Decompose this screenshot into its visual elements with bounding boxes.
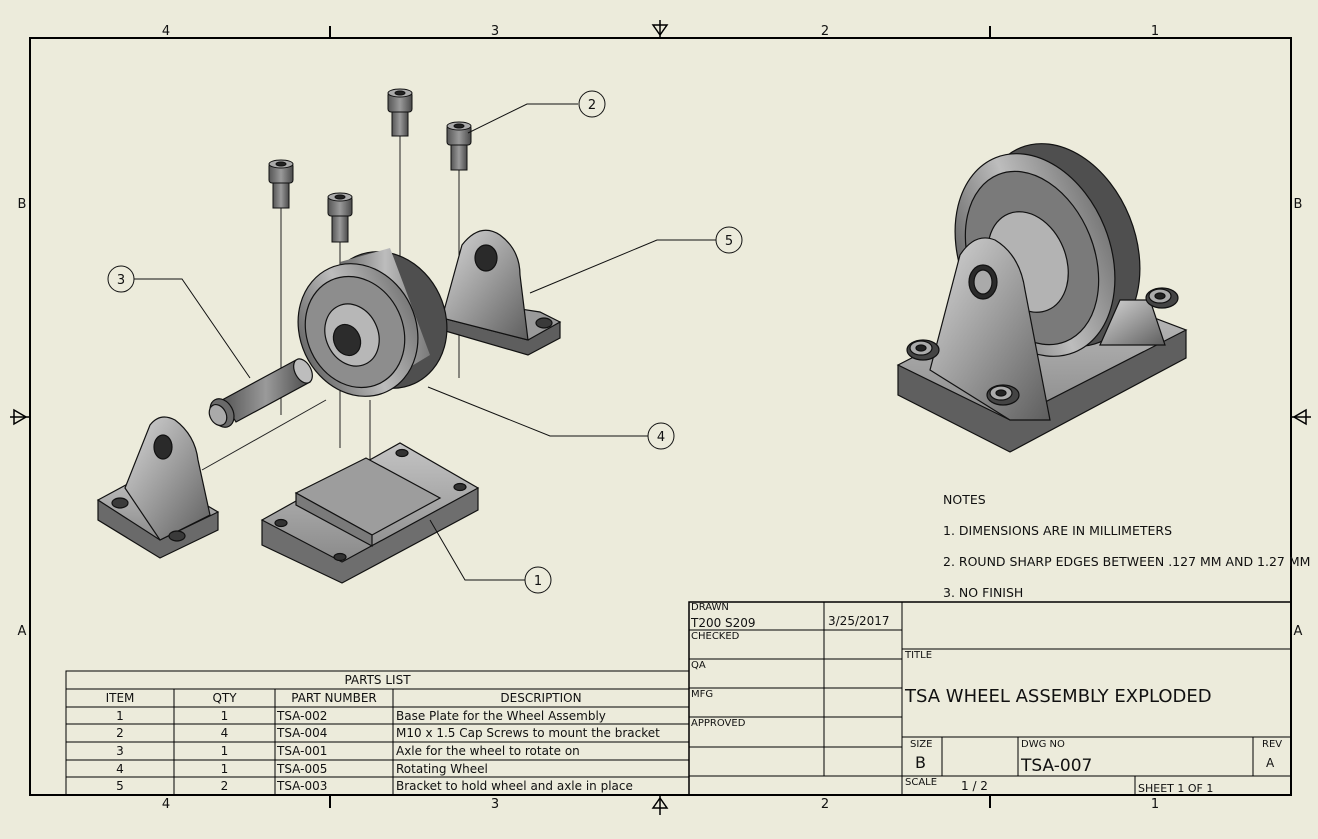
zone-top-1: 1 <box>1151 24 1159 39</box>
assembled-view <box>896 143 1188 453</box>
row-qty: 2 <box>220 779 229 793</box>
size-label: SIZE <box>910 739 933 750</box>
cap-screws-part <box>268 88 472 243</box>
header-part-number: PART NUMBER <box>291 691 377 705</box>
left-bracket-part <box>96 416 220 559</box>
approved-label: APPROVED <box>691 718 746 729</box>
zone-top-4: 4 <box>162 24 170 39</box>
base-plate-part <box>260 442 480 584</box>
drawn-by: T200 S209 <box>691 616 756 630</box>
scale-value: 1 / 2 <box>961 779 988 793</box>
row-item: 3 <box>116 744 124 758</box>
exploded-view: 2 5 3 4 1 <box>96 88 743 594</box>
row-qty: 1 <box>220 709 229 723</box>
sheet-number: SHEET 1 OF 1 <box>1138 782 1214 795</box>
parts-list-title: PARTS LIST <box>344 673 411 687</box>
rev-value: A <box>1266 756 1275 770</box>
row-qty: 1 <box>220 762 229 776</box>
zone-top-2: 2 <box>821 24 829 39</box>
balloon-2: 2 <box>578 90 606 118</box>
balloon-5: 5 <box>715 226 743 254</box>
svg-text:3: 3 <box>117 273 125 288</box>
row-part-number: TSA-001 <box>277 744 328 758</box>
svg-text:4: 4 <box>657 430 665 445</box>
row-description: Bracket to hold wheel and axle in place <box>396 779 633 793</box>
mfg-label: MFG <box>691 689 714 700</box>
svg-text:2: 2 <box>588 98 596 113</box>
note-item-1: 1. DIMENSIONS ARE IN MILLIMETERS <box>943 523 1173 538</box>
zone-left-b: B <box>18 197 27 212</box>
row-part-number: TSA-002 <box>277 709 328 723</box>
row-part-number: TSA-004 <box>277 726 328 740</box>
title-block-grid <box>688 601 1292 796</box>
dwg-no-value: TSA-007 <box>1021 756 1093 776</box>
row-part-number: TSA-005 <box>277 762 328 776</box>
row-description: Axle for the wheel to rotate on <box>396 744 580 758</box>
balloon-1: 1 <box>524 566 552 594</box>
row-item: 2 <box>116 726 124 740</box>
drawing-title: TSA WHEEL ASSEMBLY EXPLODED <box>905 686 1212 707</box>
centering-marks <box>13 20 1307 815</box>
zone-bottom-3: 3 <box>491 797 499 812</box>
header-description: DESCRIPTION <box>500 691 582 705</box>
drawn-label: DRAWN <box>691 602 729 613</box>
drawn-date: 3/25/2017 <box>828 614 890 628</box>
header-item: ITEM <box>105 691 135 705</box>
zone-labels: 4 3 2 1 4 3 2 1 B A B A <box>18 24 1303 812</box>
title-label: TITLE <box>905 650 933 661</box>
notes-heading: NOTES <box>943 492 986 507</box>
balloon-leaders <box>134 103 716 581</box>
row-qty: 1 <box>220 744 229 758</box>
right-bracket-part <box>440 229 562 356</box>
rev-label: REV <box>1262 739 1283 750</box>
zone-bottom-1: 1 <box>1151 797 1159 812</box>
axle-part <box>208 358 313 428</box>
zone-top-3: 3 <box>491 24 499 39</box>
balloon-4: 4 <box>647 422 675 450</box>
row-part-number: TSA-003 <box>277 779 328 793</box>
row-item: 1 <box>116 709 124 723</box>
zone-left-a: A <box>18 624 27 639</box>
row-description: M10 x 1.5 Cap Screws to mount the bracke… <box>396 726 660 740</box>
balloon-3: 3 <box>107 265 135 293</box>
header-qty: QTY <box>212 691 237 705</box>
note-item-3: 3. NO FINISH <box>943 585 1024 600</box>
zone-bottom-4: 4 <box>162 797 170 812</box>
zone-right-a: A <box>1294 624 1303 639</box>
svg-text:1: 1 <box>534 574 542 589</box>
row-description: Rotating Wheel <box>396 762 488 776</box>
row-description: Base Plate for the Wheel Assembly <box>396 709 606 723</box>
wheel-part <box>297 248 448 397</box>
zone-bottom-2: 2 <box>821 797 829 812</box>
size-value: B <box>915 753 926 772</box>
scale-label: SCALE <box>905 777 938 788</box>
row-item: 5 <box>116 779 124 793</box>
row-qty: 4 <box>220 726 229 740</box>
row-item: 4 <box>116 762 124 776</box>
checked-label: CHECKED <box>691 631 740 642</box>
qa-label: QA <box>691 660 706 671</box>
zone-right-b: B <box>1294 197 1303 212</box>
dwg-no-label: DWG NO <box>1021 739 1065 750</box>
note-item-2: 2. ROUND SHARP EDGES BETWEEN .127 MM AND… <box>943 554 1311 569</box>
svg-text:5: 5 <box>725 234 733 249</box>
